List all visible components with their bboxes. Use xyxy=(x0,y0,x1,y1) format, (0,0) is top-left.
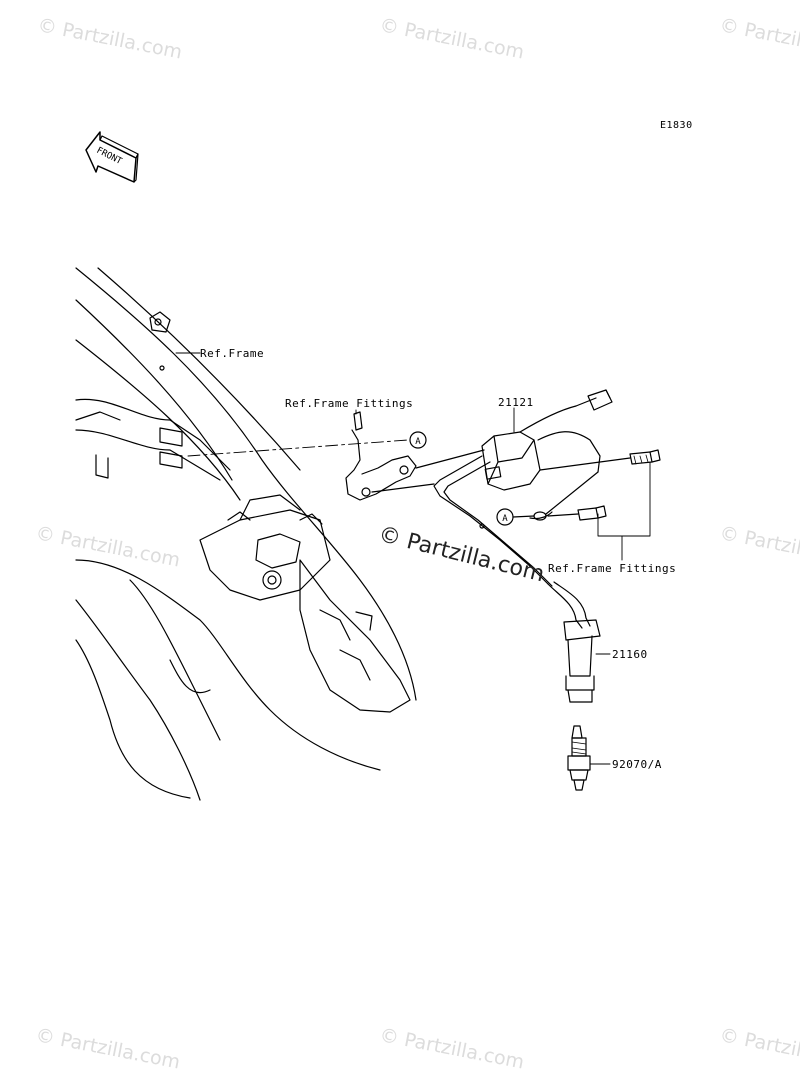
label-ref-frame: Ref.Frame xyxy=(200,347,265,360)
label-ref-frame-fittings: Ref.Frame Fittings xyxy=(548,562,677,575)
mounting-bracket xyxy=(345,411,417,501)
label-ref-frame-fittings: Ref.Frame Fittings xyxy=(285,397,414,410)
parts-diagram: © Partzilla.com © Partzilla.com © Partzi… xyxy=(34,14,800,1074)
part-number-plug-cap: 21160 xyxy=(612,648,648,661)
callout-a: A xyxy=(415,437,421,447)
bolt-lower xyxy=(577,505,607,521)
part-number-spark-plug: 92070/A xyxy=(612,758,662,771)
bolt-upper xyxy=(629,449,661,465)
frame-ignition-drawing: A A FRONT xyxy=(75,131,661,801)
spark-plug-cap xyxy=(547,581,601,703)
diagram-code: E1830 xyxy=(660,120,693,131)
callout-a: A xyxy=(502,514,508,524)
spark-plug xyxy=(567,725,591,791)
part-number-ignition-coil: 21121 xyxy=(498,396,534,409)
front-arrow-icon xyxy=(85,131,139,183)
